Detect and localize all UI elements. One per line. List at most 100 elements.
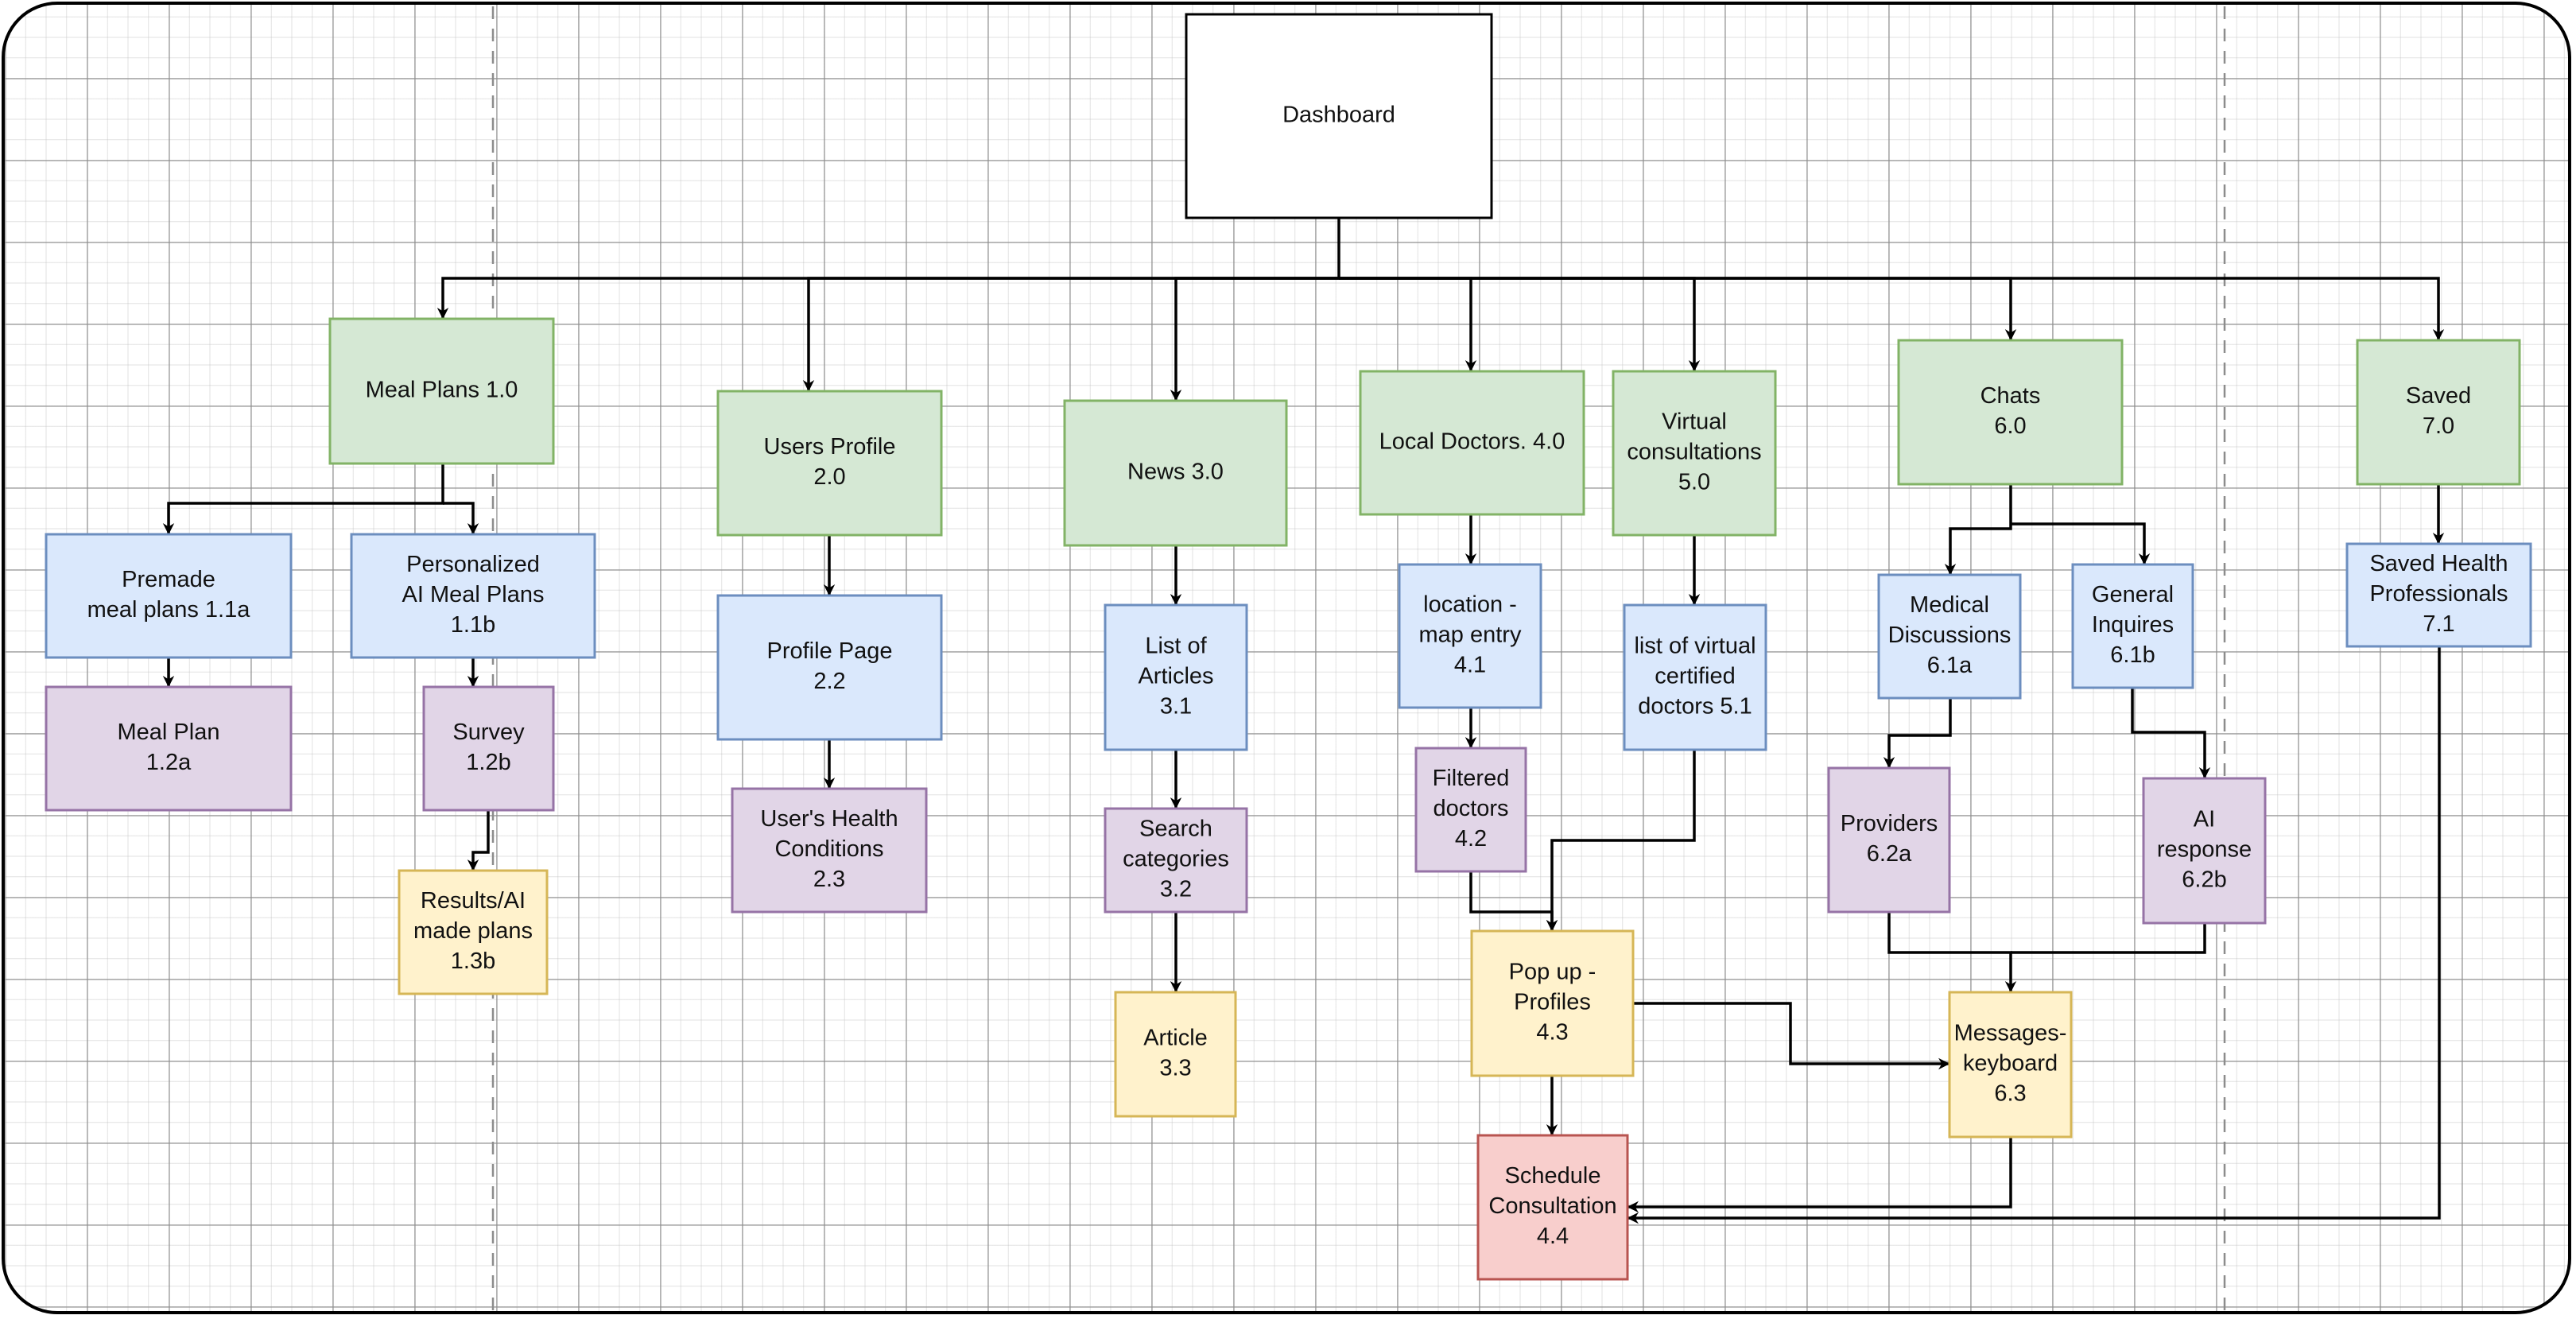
node-n1-0[interactable]: Meal Plans 1.0 [328, 317, 555, 465]
node-box[interactable] [1948, 991, 2073, 1139]
node-label-line: Meal Plan [118, 720, 220, 745]
connector-n6_0-to-n6_1b[interactable] [2011, 522, 2151, 565]
node-label-line: 6.1b [2110, 642, 2155, 668]
node-label-line: 5.0 [1678, 470, 1710, 495]
connector-dashboard-to-n4_0[interactable] [1339, 277, 1477, 372]
node-label-line: Search [1139, 817, 1212, 842]
node-box[interactable] [328, 317, 555, 465]
connector-n5_1-to-n4_3[interactable] [1546, 750, 1696, 932]
node-box[interactable] [1897, 339, 2124, 486]
connector-dashboard-to-n1_0[interactable] [436, 218, 1340, 320]
node-box[interactable] [1104, 603, 1248, 751]
node-box[interactable] [45, 533, 293, 659]
node-box[interactable] [731, 787, 928, 914]
connector-n1_0-to-n1_1a[interactable] [162, 464, 444, 535]
node-box[interactable] [1470, 929, 1635, 1077]
node-box[interactable] [45, 685, 293, 812]
node-dashboard[interactable]: Dashboard [1185, 13, 1493, 219]
node-box[interactable] [1185, 13, 1493, 219]
node-box[interactable] [1827, 766, 1951, 914]
connector-n7_1-to-n4_4[interactable] [1627, 646, 2441, 1224]
node-label-line: Saved [2406, 383, 2471, 409]
node-box[interactable] [1398, 563, 1542, 709]
connector-dashboard-to-n6_0[interactable] [1339, 277, 2017, 341]
node-box[interactable] [716, 390, 943, 537]
connector-dashboard-to-n3_0[interactable] [1170, 277, 1339, 402]
node-box[interactable] [350, 533, 596, 659]
connector-n6_2a-to-n6_3[interactable] [1887, 912, 2017, 993]
connector-n6_1b-to-n6_2b[interactable] [2131, 688, 2211, 779]
node-label-line: 7.1 [2423, 611, 2454, 637]
node-box[interactable] [1414, 747, 1527, 873]
node-n1-2a[interactable]: Meal Plan 1.2a [45, 685, 293, 812]
connector-n6_0-to-n6_1a[interactable] [1944, 484, 2012, 576]
node-box[interactable] [2142, 777, 2267, 925]
connector-dashboard-to-n5_0[interactable] [1339, 277, 1701, 372]
node-n4-0[interactable]: Local Doctors. 4.0 [1359, 370, 1585, 516]
node-box[interactable] [1359, 370, 1585, 516]
node-label-line: doctors [1433, 796, 1508, 821]
connector-n4_2-to-n4_3[interactable] [1469, 871, 1558, 932]
node-label-line: News 3.0 [1127, 460, 1224, 485]
node-label-line: doctors 5.1 [1638, 694, 1752, 720]
node-box[interactable] [1612, 370, 1777, 537]
node-label-line: Local Doctors. 4.0 [1379, 429, 1565, 455]
connector-n1_2b-to-n1_3b[interactable] [467, 810, 490, 871]
node-n3-0[interactable]: News 3.0 [1063, 399, 1288, 547]
node-label-line: 2.0 [813, 464, 845, 490]
node-box[interactable] [398, 869, 549, 995]
node-box[interactable] [1114, 991, 1237, 1118]
node-label-line: meal plans 1.1a [87, 597, 251, 623]
connector-dashboard-to-n2_0[interactable] [802, 277, 1339, 392]
node-box[interactable] [1063, 399, 1288, 547]
node-box[interactable] [2071, 563, 2194, 689]
node-label-line: Chats [1980, 383, 2041, 409]
connector-dashboard-to-n7_0[interactable] [1339, 277, 2445, 341]
node-box[interactable] [2345, 542, 2532, 648]
connector-n1_0-to-n1_1b[interactable] [443, 502, 479, 535]
node-label-line: made plans [413, 918, 533, 944]
connector-n4_3-to-n6_3[interactable] [1633, 1002, 1950, 1070]
node-label-line: 1.2a [146, 750, 192, 775]
connector-n6_3-to-n4_4[interactable] [1627, 1137, 2012, 1213]
node-label-line: Pop up - [1509, 960, 1596, 985]
node-label-line: Schedule [1505, 1163, 1601, 1189]
node-n7-0[interactable]: Saved 7.0 [2356, 339, 2521, 486]
node-label-line: 7.0 [2423, 413, 2454, 439]
node-label-line: Survey [452, 720, 525, 745]
node-box[interactable] [2356, 339, 2521, 486]
node-label-line: User's Health [760, 806, 898, 832]
node-box[interactable] [1877, 573, 2022, 700]
connector-n6_2b-to-n6_3[interactable] [2011, 923, 2206, 954]
node-box[interactable] [1623, 603, 1767, 751]
node-box[interactable] [422, 685, 555, 812]
connector-n6_1a-to-n6_2a[interactable] [1883, 698, 1952, 769]
node-box[interactable] [1476, 1134, 1629, 1281]
node-label-line: AI Meal Plans [402, 582, 545, 607]
node-box[interactable] [716, 594, 943, 741]
node-box[interactable] [1104, 807, 1248, 914]
